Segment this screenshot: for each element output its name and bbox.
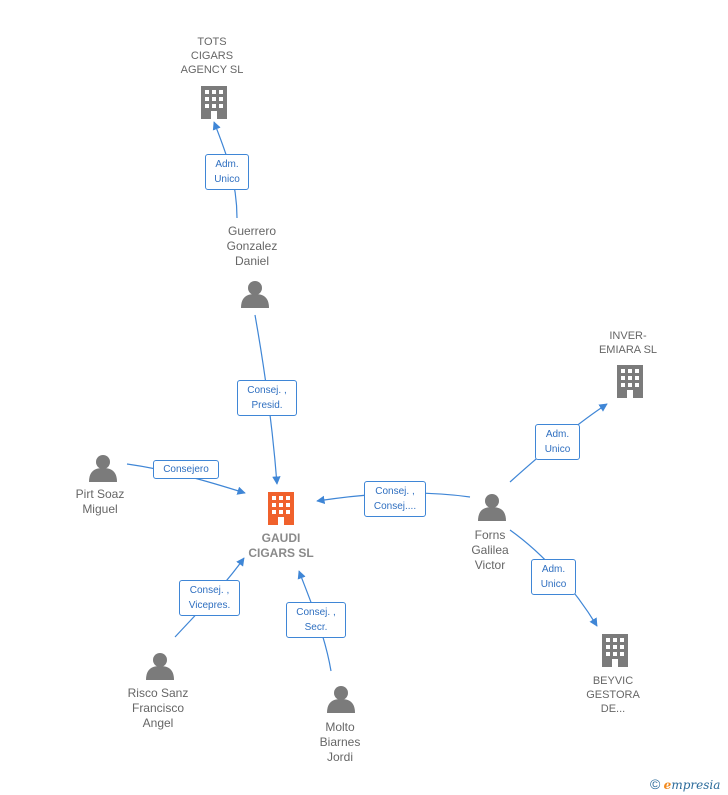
empresia-logo[interactable]: empresia: [663, 778, 721, 792]
node-beyvic-label[interactable]: BEYVIC GESTORA DE...: [586, 675, 640, 715]
node-molto-label[interactable]: Molto Biarnes Jordi: [319, 720, 361, 764]
building-icon[interactable]: [602, 634, 628, 667]
node-gaudi-label[interactable]: GAUDI CIGARS SL: [248, 531, 314, 560]
person-icon[interactable]: [146, 653, 174, 680]
edge-label-forns-beyvic[interactable]: Adm. Unico: [531, 559, 576, 595]
node-pirt-label[interactable]: Pirt Soaz Miguel: [75, 487, 125, 516]
building-icon[interactable]: [268, 492, 294, 525]
edge-label-guerrero-gaudi[interactable]: Consej. , Presid.: [237, 380, 297, 416]
person-icon[interactable]: [478, 494, 506, 521]
edge-label-forns-gaudi[interactable]: Consej. , Consej....: [364, 481, 426, 517]
edge-label-molto-gaudi[interactable]: Consej. , Secr.: [286, 602, 346, 638]
edge-label-pirt-gaudi[interactable]: Consejero: [153, 460, 219, 479]
person-icon[interactable]: [327, 686, 355, 713]
person-icon[interactable]: [241, 281, 269, 308]
edge-label-risco-gaudi[interactable]: Consej. , Vicepres.: [179, 580, 240, 616]
person-icon[interactable]: [89, 455, 117, 482]
node-forns-label[interactable]: Forns Galilea Victor: [471, 528, 509, 572]
node-inver-label[interactable]: INVER- EMIARA SL: [598, 330, 658, 356]
edge-label-forns-inver[interactable]: Adm. Unico: [535, 424, 580, 460]
edge-label-guerrero-tots[interactable]: Adm. Unico: [205, 154, 249, 190]
building-icon[interactable]: [201, 86, 227, 119]
node-tots-label[interactable]: TOTS CIGARS AGENCY SL: [180, 36, 244, 76]
node-guerrero-label[interactable]: Guerrero Gonzalez Daniel: [226, 224, 278, 268]
building-icon[interactable]: [617, 365, 643, 398]
node-risco-label[interactable]: Risco Sanz Francisco Angel: [127, 686, 189, 730]
copyright-footer: © empresia: [650, 776, 720, 792]
copyright-icon: ©: [650, 776, 661, 792]
